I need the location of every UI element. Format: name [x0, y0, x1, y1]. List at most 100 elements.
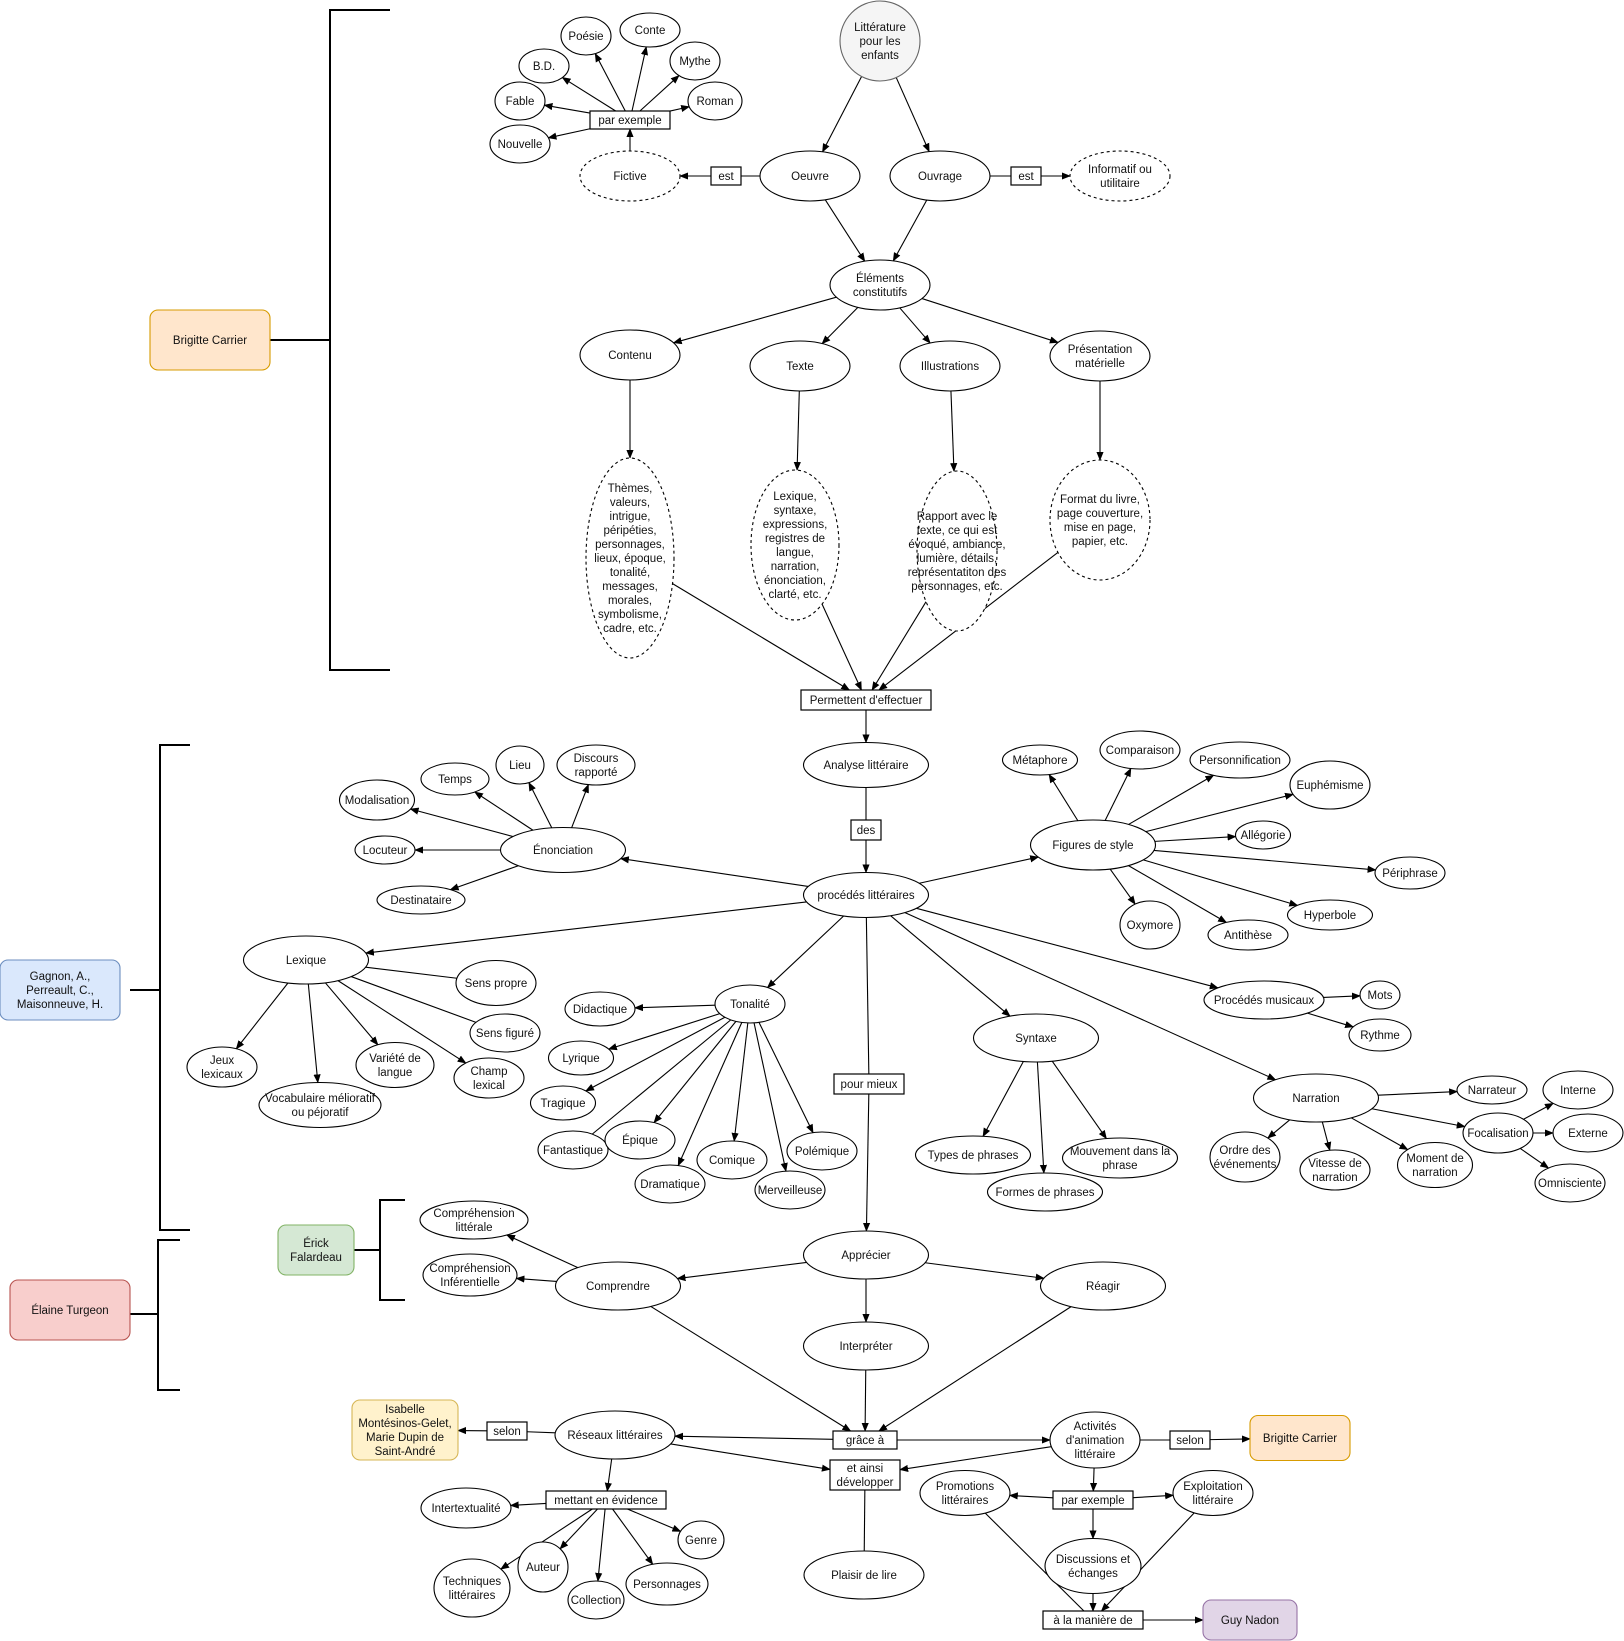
- node-intertextualite-label: Intertextualité: [431, 1503, 500, 1515]
- edge-mettant-to-personnages: [612, 1508, 654, 1566]
- node-contenu: Contenu: [579, 329, 681, 381]
- node-tragique-label: Tragique: [541, 1098, 586, 1110]
- node-allegorie: Allégorie: [1234, 820, 1292, 850]
- edge-figures-to-personnification: [1128, 774, 1215, 825]
- node-lexique-desc-label: Lexique,syntaxe,expressions,registres de…: [763, 491, 828, 601]
- node-comique-label: Comique: [709, 1155, 755, 1167]
- edge-ouvrage-to-elements: [892, 199, 928, 262]
- node-maniere: à la manière de: [1042, 1610, 1144, 1630]
- node-syntaxe: Syntaxe: [972, 1013, 1100, 1063]
- node-tonalite: Tonalité: [714, 984, 786, 1024]
- edge-narration-to-vitesse: [1321, 1121, 1332, 1152]
- edge-par_exemple1-to-poesie: [594, 52, 626, 112]
- node-mythe: Mythe: [669, 41, 721, 81]
- node-contenu-label: Contenu: [608, 350, 651, 362]
- edge-enonciation-to-destinataire: [449, 865, 519, 891]
- edge-promotions-to-maniere: [984, 1512, 1085, 1612]
- edge-lexique-to-sens_propre: [365, 966, 457, 979]
- edge-narration-to-focalisation: [1371, 1108, 1466, 1129]
- node-omnisciente-label: Omnisciente: [1538, 1178, 1602, 1190]
- edge-tonalite-to-polemique: [758, 1022, 814, 1134]
- edge-figures-to-comparaison: [1104, 767, 1132, 821]
- edge-elements-to-illustrations: [899, 307, 931, 344]
- node-enonciation-label: Énonciation: [533, 844, 593, 857]
- node-sens-figure-label: Sens figuré: [476, 1028, 534, 1040]
- node-hyperbole: Hyperbole: [1286, 899, 1374, 931]
- edge-lexique-to-variete: [324, 982, 379, 1046]
- edge-figures-to-antithese: [1128, 865, 1228, 923]
- node-modalisation: Modalisation: [338, 779, 416, 821]
- node-par-exemple1: par exemple: [589, 110, 671, 130]
- node-merveilleuse-label: Merveilleuse: [758, 1185, 823, 1197]
- edge-enonciation-to-temps: [474, 791, 534, 831]
- node-locuteur: Locuteur: [354, 835, 416, 865]
- node-formes-phrases-label: Formes de phrases: [995, 1187, 1094, 1199]
- node-nouvelle: Nouvelle: [489, 124, 551, 164]
- node-mots-label: Mots: [1368, 990, 1393, 1002]
- node-polemique-label: Polémique: [795, 1146, 849, 1158]
- node-locuteur-label: Locuteur: [363, 845, 408, 857]
- author-nadon-label: Guy Nadon: [1221, 1615, 1279, 1627]
- node-apprecier: Apprécier: [802, 1230, 930, 1280]
- node-bd-label: B.D.: [533, 61, 555, 73]
- edge-activites-to-et_ainsi: [899, 1446, 1052, 1473]
- author-carrier1: Brigitte Carrier: [149, 309, 271, 371]
- node-pour-mieux: pour mieux: [833, 1073, 905, 1095]
- node-sens-propre-label: Sens propre: [465, 978, 528, 990]
- node-permettent: Permettent d'effectuer: [800, 689, 932, 711]
- edge-root-to-oeuvre: [822, 76, 863, 153]
- edge-lexique_desc-to-permettent: [821, 603, 862, 691]
- node-didactique-label: Didactique: [573, 1004, 627, 1016]
- edge-procedes-to-syntaxe: [890, 915, 1011, 1017]
- node-rythme: Rythme: [1348, 1018, 1412, 1052]
- node-collection: Collection: [567, 1580, 625, 1620]
- edge-tonalite-to-epique: [653, 1021, 737, 1124]
- node-dramatique: Dramatique: [634, 1164, 706, 1204]
- node-musicaux-label: Procédés musicaux: [1214, 995, 1315, 1007]
- edge-oeuvre-to-elements: [824, 199, 866, 262]
- node-apprecier-label: Apprécier: [841, 1250, 890, 1262]
- node-interne: Interne: [1542, 1070, 1614, 1110]
- edge-par_exemple1-to-mythe: [639, 74, 680, 112]
- node-fantastique: Fantastique: [537, 1130, 609, 1170]
- edge-et_ainsi-to-plaisir: [863, 1489, 866, 1552]
- edge-par_exemple2-to-exploitation: [1132, 1492, 1175, 1500]
- edge-elements-to-presentation: [921, 298, 1059, 344]
- node-temps: Temps: [420, 762, 490, 796]
- node-reagir: Réagir: [1039, 1261, 1167, 1311]
- node-mots: Mots: [1359, 980, 1401, 1010]
- node-format-label: Format du livre,page couverture,mise en …: [1057, 494, 1143, 548]
- node-figures: Figures de style: [1029, 819, 1157, 871]
- node-metaphore-label: Métaphore: [1013, 755, 1068, 767]
- node-oeuvre: Oeuvre: [759, 150, 861, 202]
- node-sens-figure: Sens figuré: [469, 1013, 541, 1053]
- node-est1-label: est: [718, 171, 734, 183]
- author-carrier1-label: Brigitte Carrier: [173, 335, 247, 347]
- edge-tonalite-to-tragique: [585, 1016, 726, 1092]
- node-intertextualite: Intertextualité: [420, 1487, 512, 1529]
- node-metaphore: Métaphore: [1001, 744, 1079, 776]
- node-lexique-label: Lexique: [286, 955, 326, 967]
- edge-tonalite-to-dramatique: [677, 1022, 743, 1167]
- node-roman: Roman: [687, 81, 743, 121]
- edge-syntaxe-to-mouvement: [1051, 1060, 1107, 1140]
- edge-narration-to-narrateur: [1378, 1088, 1459, 1096]
- edge-par_exemple1-to-conte: [631, 45, 649, 112]
- node-par-exemple1-label: par exemple: [598, 115, 661, 127]
- node-temps-label: Temps: [438, 774, 472, 786]
